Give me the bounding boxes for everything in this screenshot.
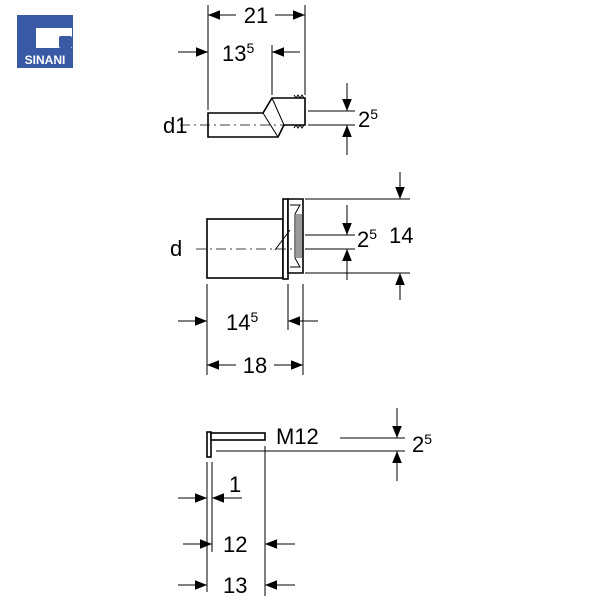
dim-14-5: 145 [226,309,258,335]
label-d1: d1 [163,113,187,138]
dim-2-5-bottom: 25 [412,431,432,457]
label-d: d [170,236,182,261]
thread-label-m12: M12 [276,424,319,449]
dim-13: 13 [223,573,247,598]
dim-18: 18 [243,353,267,378]
dim-2-5-middle: 25 [357,226,377,252]
top-view-offset-pipe: d1 21 135 25 [163,3,378,155]
connector-cylinder [206,218,284,279]
bolt-plate [206,431,212,458]
dim-2-5-top: 25 [358,106,378,132]
bottom-view-bolt: M12 25 1 12 13 [178,408,432,598]
logo-text: SINANI [25,53,66,67]
offset-pipe-body [207,97,306,138]
dim-14: 14 [389,223,413,248]
thread-marks [293,94,305,129]
dim-13-5: 135 [222,40,254,66]
middle-view-connector: d 25 14 145 18 [170,172,413,378]
dim-21: 21 [244,3,268,28]
sinani-logo: SINANI [17,15,73,68]
dim-1: 1 [229,472,241,497]
pipe-bend-lines [262,97,285,138]
dim-12: 12 [223,532,247,557]
bolt-rod [210,432,266,441]
